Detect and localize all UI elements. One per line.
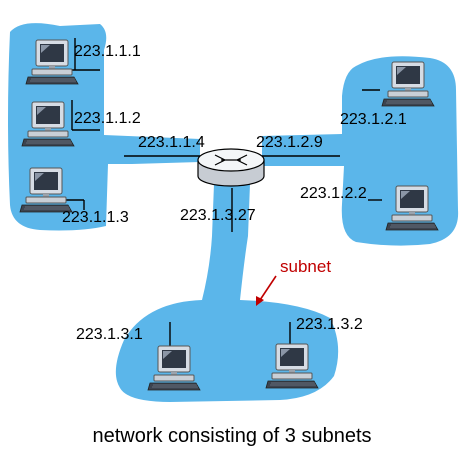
host-address-label: 223.1.1.3	[62, 209, 129, 226]
host-address-label: 223.1.2.1	[340, 111, 407, 128]
router-icon	[197, 148, 265, 187]
host-address-label: 223.1.1.1	[74, 43, 141, 60]
router-interface-label: 223.1.3.27	[180, 207, 256, 224]
links	[64, 38, 382, 352]
router-interface-label: 223.1.2.9	[256, 134, 323, 151]
diagram-caption: network consisting of 3 subnets	[92, 425, 372, 447]
subnet-callout-label: subnet	[280, 257, 332, 276]
host-address-label: 223.1.1.2	[74, 110, 141, 127]
host-address-label: 223.1.3.1	[76, 326, 143, 343]
subnet-callout-arrow	[256, 275, 277, 306]
host-address-label: 223.1.2.2	[300, 185, 367, 202]
router-interface-label: 223.1.1.4	[138, 134, 205, 151]
host-address-label: 223.1.3.2	[296, 316, 363, 333]
